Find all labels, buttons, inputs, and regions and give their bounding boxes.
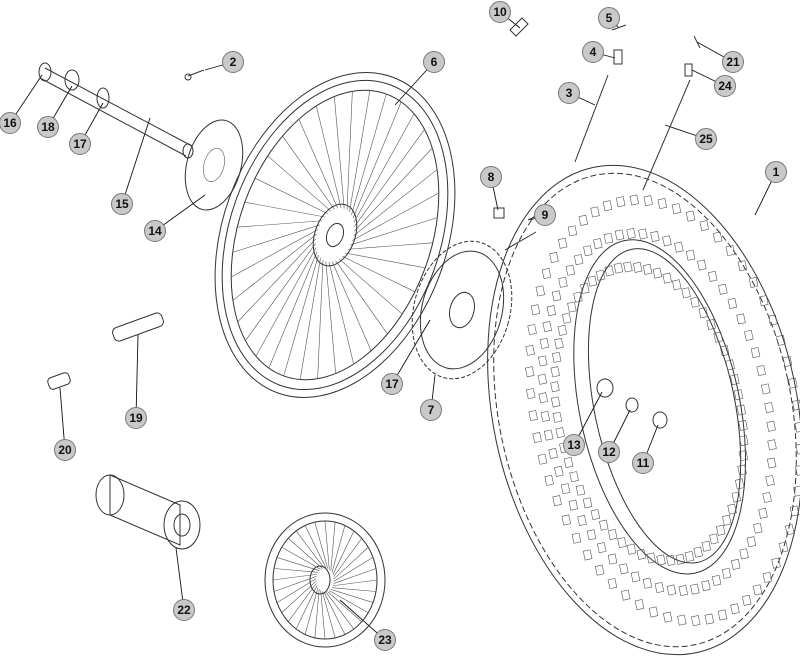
callout-9[interactable]: 9 xyxy=(534,204,556,226)
callout-19[interactable]: 19 xyxy=(125,407,147,429)
tire xyxy=(487,164,800,656)
sprocket xyxy=(411,207,546,380)
callout-23[interactable]: 23 xyxy=(374,629,396,651)
bolt xyxy=(184,69,205,81)
callout-21[interactable]: 21 xyxy=(722,51,744,73)
spoked-wheel xyxy=(214,72,456,398)
leader-lines xyxy=(9,11,777,641)
small-wheel xyxy=(264,512,386,648)
hub xyxy=(95,474,201,550)
callout-20[interactable]: 20 xyxy=(54,439,76,461)
callout-4[interactable]: 4 xyxy=(582,41,604,63)
callout-11[interactable]: 11 xyxy=(632,452,654,474)
callout-3[interactable]: 3 xyxy=(558,82,580,104)
leader-line xyxy=(121,117,151,205)
callout-24[interactable]: 24 xyxy=(714,75,736,97)
callout-14[interactable]: 14 xyxy=(144,220,166,242)
callout-18[interactable]: 18 xyxy=(37,116,59,138)
callout-2[interactable]: 2 xyxy=(222,51,244,73)
callout-16[interactable]: 16 xyxy=(0,112,21,134)
callout-17[interactable]: 17 xyxy=(69,133,91,155)
callout-17[interactable]: 17 xyxy=(381,373,403,395)
valve-and-spoke-parts xyxy=(509,17,701,191)
callout-5[interactable]: 5 xyxy=(598,7,620,29)
callout-25[interactable]: 25 xyxy=(695,128,717,150)
callout-6[interactable]: 6 xyxy=(423,51,445,73)
axle xyxy=(38,62,194,159)
callout-7[interactable]: 7 xyxy=(420,399,442,421)
bearings-and-spacers xyxy=(596,378,668,429)
callout-13[interactable]: 13 xyxy=(563,434,585,456)
callout-8[interactable]: 8 xyxy=(480,166,502,188)
leader-line xyxy=(391,319,431,385)
leader-line xyxy=(135,334,139,419)
callout-12[interactable]: 12 xyxy=(598,441,620,463)
brake-disc xyxy=(184,119,244,211)
callout-10[interactable]: 10 xyxy=(489,1,511,23)
callout-15[interactable]: 15 xyxy=(111,193,133,215)
chain-link xyxy=(47,312,164,390)
callout-1[interactable]: 1 xyxy=(765,161,787,183)
callout-22[interactable]: 22 xyxy=(173,599,195,621)
